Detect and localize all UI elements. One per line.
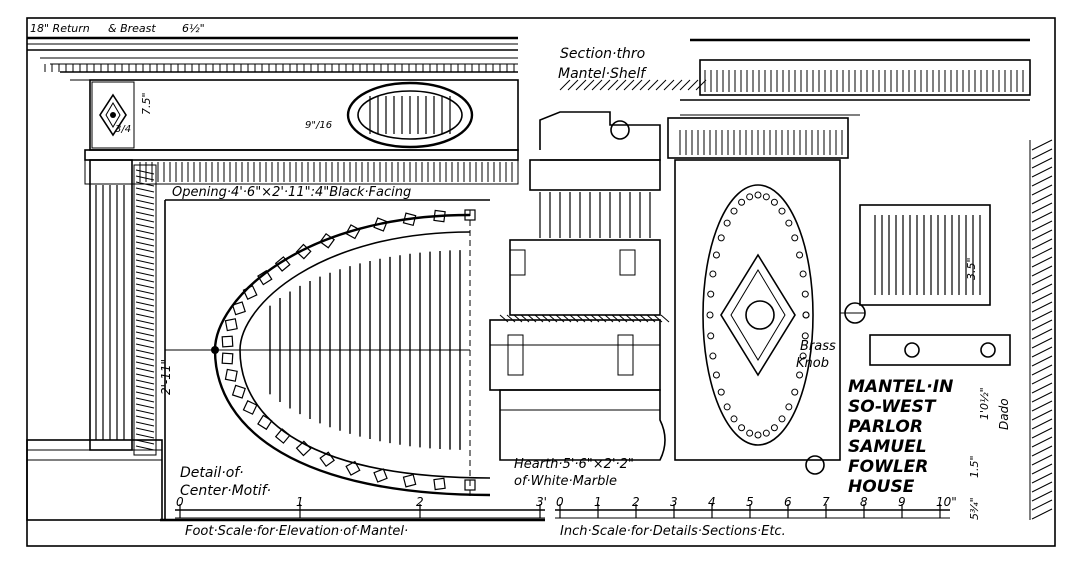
dado-label: Dado (997, 398, 1011, 430)
brass-knob-label-2: Knob (796, 356, 829, 371)
inch-scale-tick-label: 7 (822, 495, 830, 509)
title-line-4: SAMUEL (848, 437, 927, 457)
dado-height-dim: 1'0½" (978, 387, 991, 420)
sheet-border (26, 17, 1056, 547)
inch-scale-tick-label: 0 (556, 495, 564, 509)
foot-scale-tick-label: 1 (296, 495, 304, 509)
detail-label-1: Detail·of· (180, 465, 244, 481)
foot-scale-label: Foot·Scale·for·Elevation·of·Mantel· (185, 524, 408, 539)
center-motif-detail (165, 209, 491, 500)
plinth-dim: 5¾" (968, 497, 981, 520)
section-shelf-label-2: Mantel·Shelf (558, 66, 647, 82)
inch-scale-tick-label: 6 (784, 495, 792, 509)
foot-scale: 0 1 2 3' (175, 495, 547, 519)
return-breast-label-b: & Breast (108, 22, 156, 35)
inch-scale-tick-label: 9 (898, 495, 906, 509)
title-line-2: SO-WEST (848, 397, 937, 417)
inch-scale-tick-label: 3 (670, 495, 678, 509)
foot-scale-tick-label: 0 (176, 495, 184, 509)
title-line-5: FOWLER (848, 457, 928, 477)
hearth-label-1: Hearth·5'·6"×2'·2" (514, 457, 634, 472)
inch-scale-label: Inch·Scale·for·Details·Sections·Etc. (560, 524, 786, 539)
base-dim: 1.5" (968, 455, 981, 478)
section-shelf-label-1: Section·thro (560, 46, 645, 62)
inch-scale: 0 1 2 3 4 5 6 7 8 9 10" (555, 495, 957, 519)
foot-scale-tick-label: 2 (416, 495, 424, 509)
title-line-3: PARLOR (848, 417, 923, 437)
inch-scale-tick-label: 4 (708, 495, 716, 509)
inch-scale-tick-label: 10" (936, 495, 957, 509)
inch-scale-tick-label: 5 (746, 495, 754, 509)
foot-scale-tick-label: 3' (536, 495, 547, 509)
title-line-1: MANTEL·IN (848, 377, 953, 397)
inch-scale-tick-label: 1 (594, 495, 602, 509)
hearth-column-section (489, 111, 670, 461)
opening-height-dim: 2'-11" (159, 359, 173, 395)
detail-label-2: Center·Motif· (180, 483, 271, 499)
brass-knob-label-1: Brass (800, 339, 836, 354)
title-line-6: HOUSE (848, 477, 915, 497)
return-dimension: 6½" (182, 22, 205, 35)
block-dim: 3/4 (115, 124, 131, 135)
return-breast-label: 18" Return (30, 22, 90, 35)
inch-scale-tick-label: 8 (860, 495, 868, 509)
pilaster-face (559, 38, 1053, 520)
mantel-elevation (26, 36, 545, 522)
inch-scale-tick-label: 2 (632, 495, 640, 509)
opening-label: Opening·4'·6"×2'·11":4"Black·Facing (172, 185, 411, 200)
motif-dim: 9"/16 (305, 120, 332, 131)
frieze-height-dim: 7.5" (140, 92, 153, 115)
hearth-label-2: of·White·Marble (514, 474, 617, 489)
molding-dim: 3.5" (965, 257, 978, 280)
